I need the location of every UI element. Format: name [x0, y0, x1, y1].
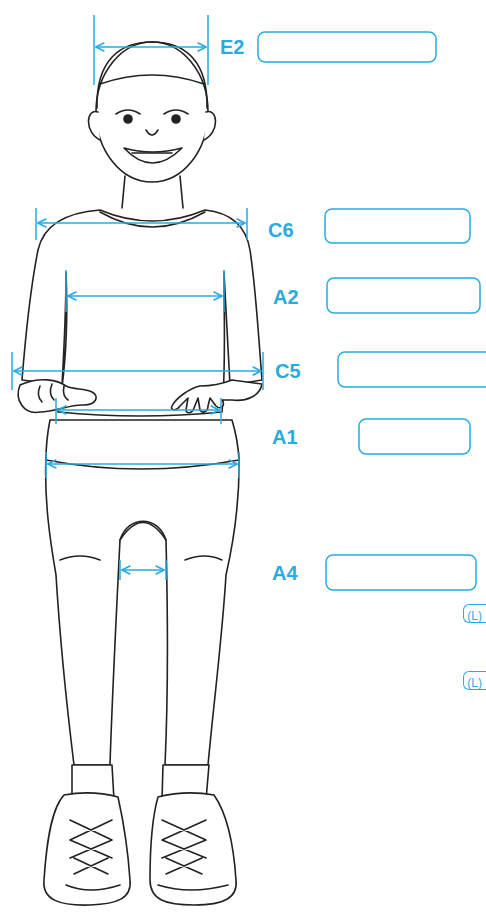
ears — [89, 112, 216, 140]
answer-box — [326, 555, 476, 590]
eye — [172, 115, 180, 123]
measure-code: C6 — [268, 219, 294, 241]
measure-line — [48, 463, 237, 465]
tick-line — [46, 452, 239, 478]
teeth — [132, 152, 172, 154]
answer-box — [258, 32, 436, 62]
right-shoe — [150, 793, 236, 905]
tick-line — [36, 208, 247, 240]
knee-lines — [60, 523, 222, 561]
lap — [46, 420, 239, 469]
answer-box — [327, 278, 480, 313]
measure-line — [14, 370, 261, 372]
shoe-laces — [66, 820, 228, 890]
tick-line — [56, 398, 221, 424]
left-fingers — [38, 384, 68, 402]
measure-code: A4 — [272, 562, 298, 584]
right-hand — [172, 380, 262, 413]
eye — [124, 115, 132, 123]
side-tag: (L) — [463, 604, 486, 623]
measure-code: A1 — [272, 426, 298, 448]
legs — [46, 455, 240, 765]
answer-box — [325, 209, 470, 243]
measure-line — [96, 46, 206, 48]
measure-line — [38, 222, 245, 224]
collar — [100, 212, 205, 227]
smile — [124, 148, 182, 163]
side-tag: (L) — [463, 671, 486, 690]
measure-code: C5 — [275, 360, 301, 382]
tick-line — [120, 560, 166, 580]
hair — [97, 42, 207, 108]
measure-line — [122, 569, 164, 571]
head — [96, 42, 208, 182]
answer-box — [359, 419, 470, 454]
measure-line — [68, 295, 222, 297]
tick-line — [94, 15, 208, 85]
eyes — [116, 110, 188, 114]
measure-line — [58, 409, 219, 411]
nose — [146, 130, 158, 135]
tick-line — [12, 352, 263, 390]
side-label: (L) — [467, 676, 482, 690]
side-label: (L) — [467, 609, 482, 623]
left-hand — [18, 380, 96, 413]
answer-box — [338, 352, 486, 387]
tick-line — [66, 270, 224, 312]
measure-code: A2 — [273, 286, 299, 308]
left-shoe — [44, 793, 130, 905]
measure-code: E2 — [220, 36, 244, 58]
